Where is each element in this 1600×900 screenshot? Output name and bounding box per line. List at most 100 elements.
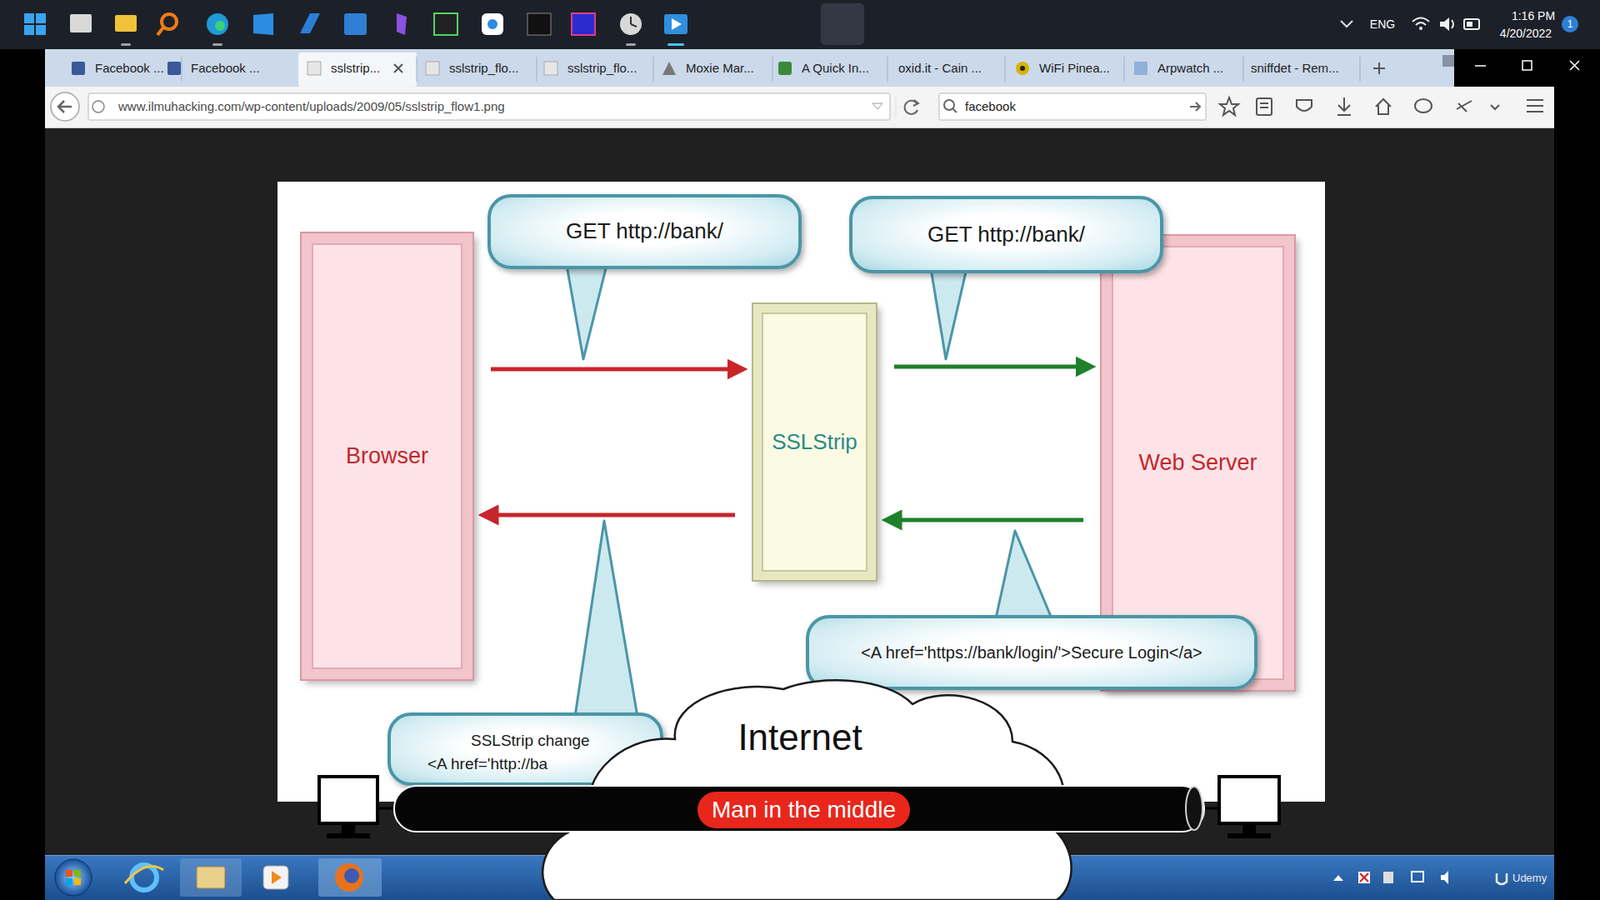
win7-taskbar <box>318 858 382 897</box>
tab-title: sniffdet - Rem... <box>1250 60 1340 76</box>
window-controls <box>1442 49 1580 87</box>
browser-nav-bar <box>1456 100 1472 112</box>
browser-tab-strip <box>425 61 440 75</box>
browser-nav-bar <box>1220 97 1239 115</box>
browser-tab-strip <box>778 61 792 75</box>
browser-tab-strip <box>1243 56 1245 82</box>
win7-taskbar <box>1333 875 1344 881</box>
browser-tab-strip <box>772 56 774 82</box>
win11-taskbar <box>630 24 637 27</box>
browser-tab-strip <box>45 49 1455 87</box>
browser-nav-bar <box>50 92 80 121</box>
win11-taskbar <box>620 13 642 35</box>
browser-nav-bar <box>939 93 1206 120</box>
screen-frame <box>0 49 1600 900</box>
win11-taskbar <box>161 14 177 30</box>
win7-taskbar <box>180 858 242 897</box>
screen-frame <box>0 49 1600 900</box>
browser-tab-strip <box>298 52 417 87</box>
computer-monitor <box>341 825 355 834</box>
browser-nav-bar <box>1296 100 1312 111</box>
win11-taskbar <box>820 3 865 45</box>
url-text: www.ilmuhacking.com/wp-content/uploads/2… <box>118 99 505 115</box>
browser-tab-strip <box>1020 65 1025 71</box>
window-controls <box>1522 60 1532 70</box>
tab-title: WiFi Pinea... <box>1039 60 1110 76</box>
browser-nav-bar <box>92 100 105 113</box>
tab-title: Facebook ... <box>95 60 165 76</box>
win7-taskbar <box>1411 871 1424 882</box>
tab-title: sslstrip_flo... <box>449 60 519 76</box>
cloud-outline <box>542 680 1071 900</box>
browser-nav-bar <box>1490 105 1500 110</box>
computer-monitor <box>1204 807 1220 810</box>
win11-taskbar <box>625 43 636 46</box>
speech-callout: GET http://bank/ <box>487 194 802 270</box>
browser-nav-bar <box>1526 100 1544 112</box>
win11-taskbar <box>35 13 46 24</box>
node-label: <A href='http://ba <box>427 755 548 775</box>
language-indicator: ENG <box>1370 17 1395 32</box>
browser-box: Browser <box>301 233 473 680</box>
speech-callout: <A href='https://bank/login/'>Secure Log… <box>805 615 1258 690</box>
win11-taskbar <box>1412 18 1430 26</box>
search-text: facebook <box>965 99 1016 115</box>
browser-tab-strip <box>1005 56 1006 82</box>
browser-nav-bar <box>872 103 883 110</box>
window-controls <box>1475 65 1486 67</box>
browser-nav-bar <box>1260 102 1269 105</box>
node-label: SSLStrip <box>771 429 858 455</box>
win11-taskbar <box>481 13 504 35</box>
win7-taskbar <box>335 863 364 892</box>
win11-taskbar <box>212 43 223 46</box>
computer-monitor <box>319 776 378 824</box>
browser-nav-bar <box>88 93 890 120</box>
win7-taskbar <box>74 878 81 885</box>
tab-title: sslstrip_flo... <box>567 60 637 76</box>
node-label: Browser <box>345 442 429 470</box>
win7-taskbar <box>55 859 92 896</box>
win11-taskbar <box>434 13 458 35</box>
win7-taskbar <box>65 878 73 885</box>
browser-tab-strip <box>662 61 676 75</box>
proxy-box: SSLStrip <box>753 304 876 580</box>
browser-tab-strip <box>167 61 181 75</box>
browser-tab-strip <box>1134 61 1148 75</box>
computer-monitor <box>1219 776 1280 824</box>
win11-taskbar <box>70 14 92 33</box>
flow-arrow <box>894 365 1090 370</box>
browser-tab-strip <box>307 61 321 75</box>
win11-taskbar <box>487 19 498 30</box>
watermark-logo: Udemy <box>1512 871 1547 885</box>
clock-date: 4/20/2022 <box>1500 26 1552 41</box>
internet-cloud: InternetMan in the middle <box>533 679 1067 900</box>
browser-nav-bar <box>952 108 957 113</box>
win7-taskbar <box>344 868 360 884</box>
browser-tab-strip <box>45 49 1455 87</box>
browser-nav-bar <box>1256 98 1272 115</box>
window-controls <box>1570 60 1580 70</box>
window-controls <box>1442 55 1455 67</box>
browser-nav-bar <box>45 86 1555 129</box>
win11-taskbar <box>120 43 131 46</box>
browser-tab-strip <box>394 64 403 73</box>
node-label: SSLStrip change <box>470 731 590 751</box>
mitm-tube <box>394 785 1205 832</box>
win11-taskbar <box>0 0 1600 50</box>
mitm-tube <box>394 785 1205 832</box>
node-label: <A href='https://bank/login/'>Secure Log… <box>860 642 1203 663</box>
win11-taskbar <box>1340 20 1353 27</box>
win7-taskbar <box>1358 871 1370 884</box>
browser-tab-strip <box>71 61 85 75</box>
browser-nav-bar <box>1220 97 1544 115</box>
win11-taskbar <box>206 13 229 35</box>
image-viewer-area <box>45 128 1555 855</box>
flow-arrow <box>490 367 742 372</box>
computer-monitor <box>1227 833 1271 839</box>
browser-tab-strip <box>181 56 183 82</box>
browser-tab-strip <box>653 56 655 82</box>
browser-nav-bar <box>45 127 1555 129</box>
computer-monitor <box>379 807 395 810</box>
win11-taskbar <box>1419 26 1423 30</box>
mitm-tube <box>1185 786 1203 830</box>
